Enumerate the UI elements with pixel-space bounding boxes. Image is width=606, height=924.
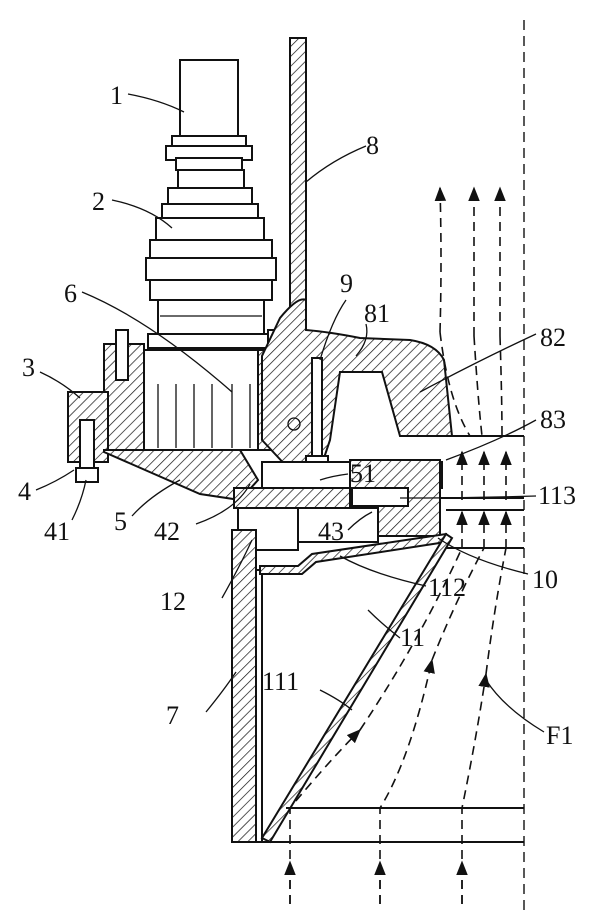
label-10: 10 (532, 565, 558, 594)
label-2: 2 (92, 187, 105, 216)
label-113: 113 (538, 481, 576, 510)
label-3: 3 (22, 353, 35, 382)
label-43: 43 (318, 517, 344, 546)
plate-and-bracket (262, 38, 452, 470)
motor-assembly (146, 60, 276, 348)
label-81: 81 (364, 299, 390, 328)
label-41: 41 (44, 517, 70, 546)
label-42: 42 (154, 517, 180, 546)
label-1: 1 (110, 81, 123, 110)
label-9: 9 (340, 269, 353, 298)
label-112: 112 (428, 573, 466, 602)
label-82: 82 (540, 323, 566, 352)
label-11: 11 (400, 623, 425, 652)
label-4: 4 (18, 477, 31, 506)
label-5: 5 (114, 507, 127, 536)
label-7: 7 (166, 701, 179, 730)
label-51: 51 (350, 459, 376, 488)
side-block (68, 392, 108, 482)
label-83: 83 (540, 405, 566, 434)
label-12: 12 (160, 587, 186, 616)
label-111: 111 (262, 667, 299, 696)
label-6: 6 (64, 279, 77, 308)
label-F1: F1 (546, 721, 573, 750)
label-8: 8 (366, 131, 379, 160)
